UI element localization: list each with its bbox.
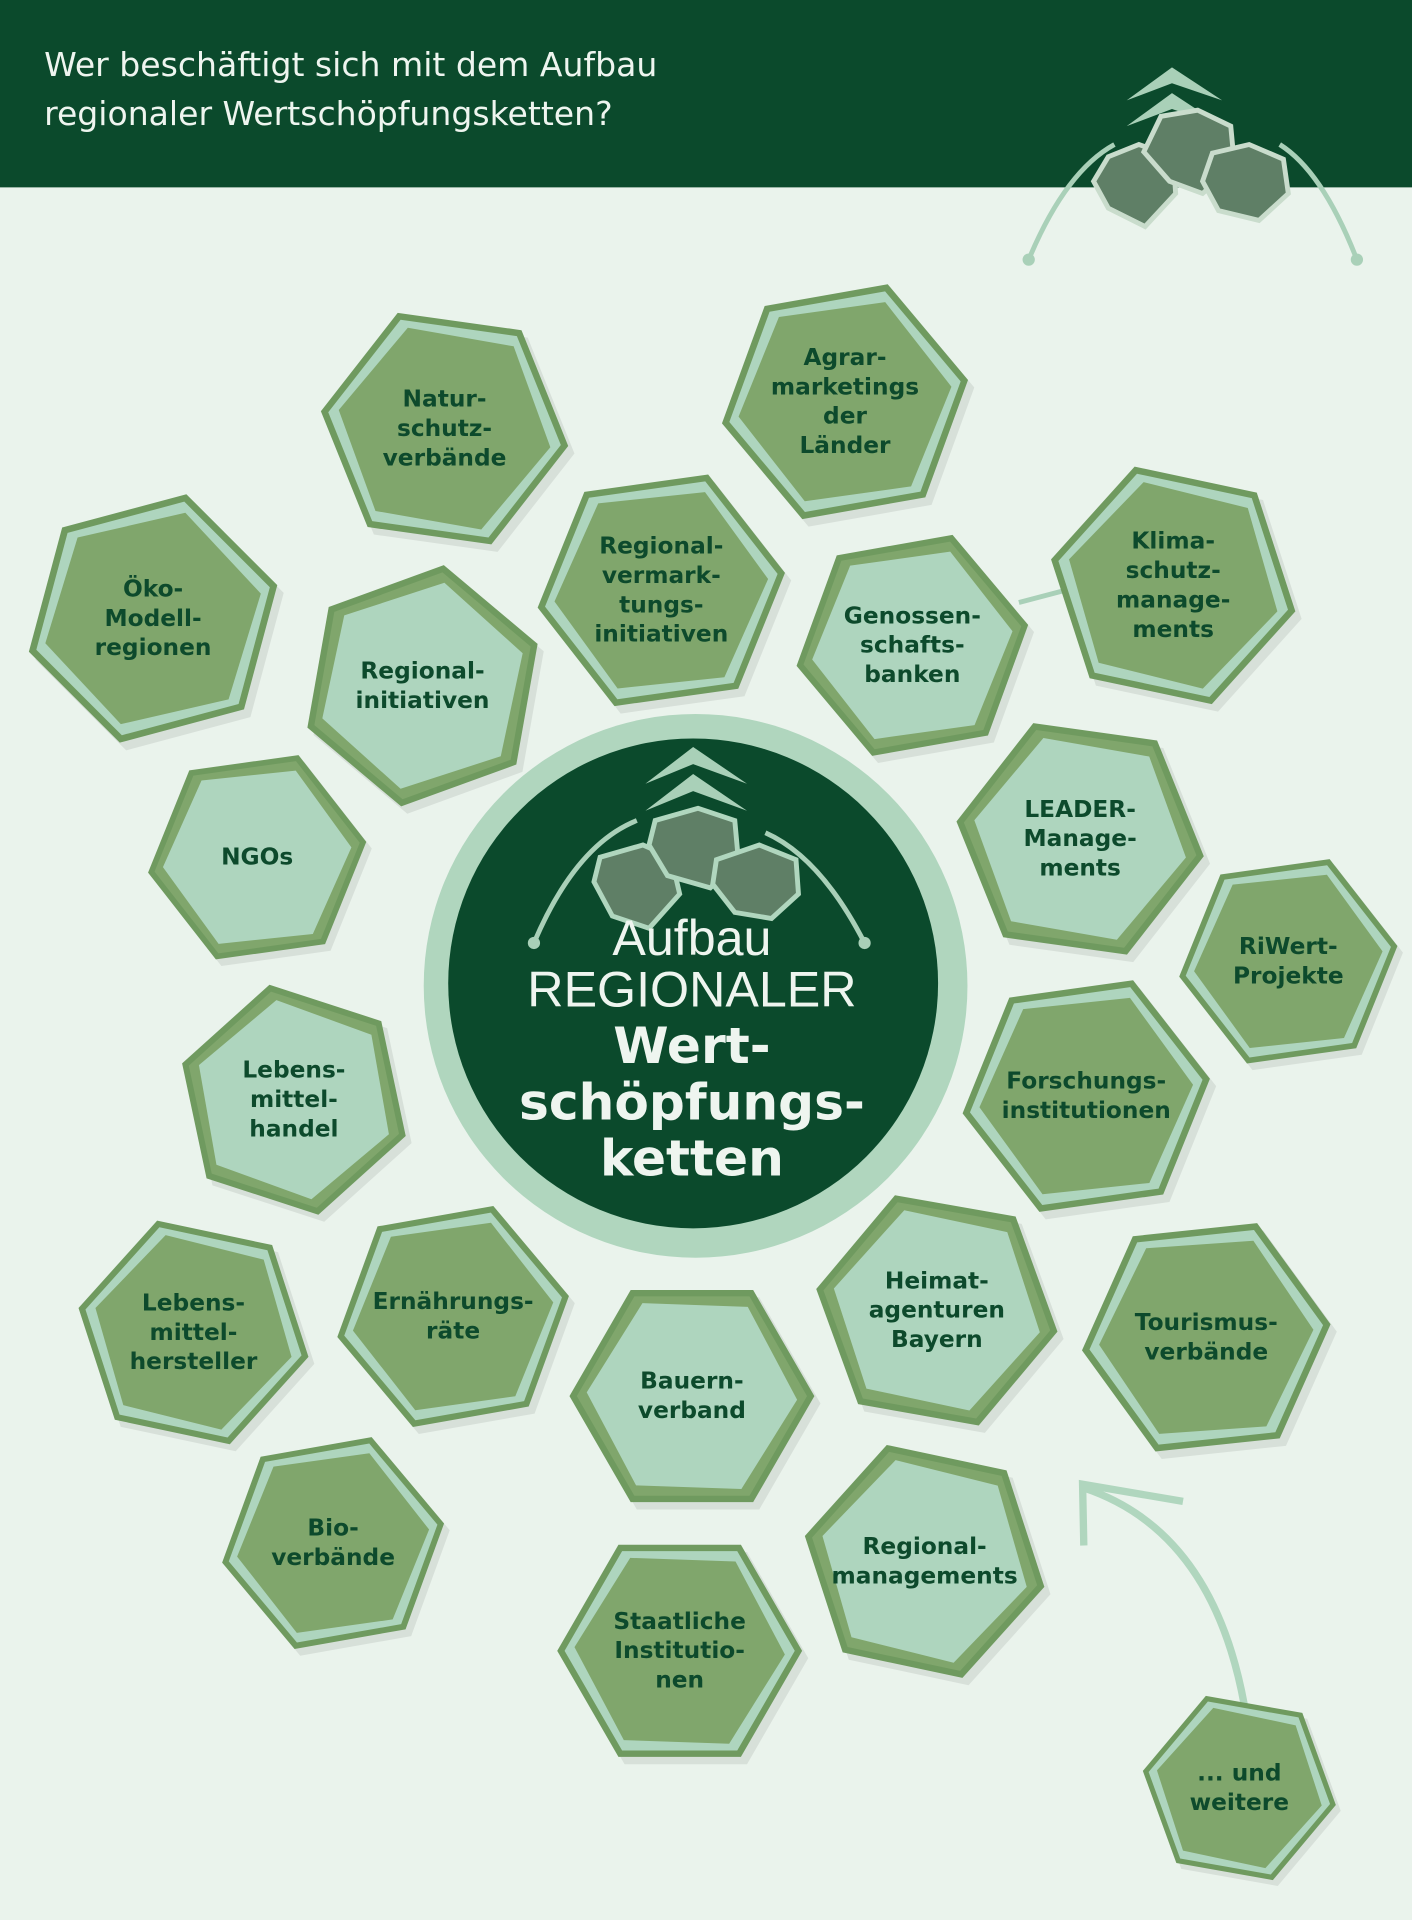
hexagon-shape (148, 755, 372, 967)
hex-tourismusverbaende: Tourismus- verbände (1081, 1212, 1337, 1462)
hexagon-shape (222, 1437, 450, 1656)
hex-label: NGOs (221, 843, 294, 871)
hexagon-shape (721, 284, 975, 527)
hex-regionalmanagements: Regional- managements (802, 1439, 1051, 1686)
central-badge (423, 713, 968, 1258)
hex-label: Agrar- marketings der Länder (770, 344, 920, 460)
hex-naturschutzverbaende: Natur- schutz- verbände (320, 304, 575, 554)
hex-label: Forschungs- institutionen (1001, 1067, 1171, 1125)
hexagon-shape (1142, 1695, 1341, 1886)
hexagon-shape (337, 1205, 575, 1435)
hexagon-shape (796, 534, 1035, 763)
hex-label: Genossen- schafts- banken (843, 602, 981, 689)
center-title: Aufbau REGIONALER Wert- schöpfungs- kett… (447, 912, 937, 1186)
hexagon-shape (182, 984, 412, 1222)
hex-label: Tourismus- verbände (1134, 1309, 1278, 1366)
hexagon-shape (1179, 859, 1403, 1071)
hex-label: ... und weitere (1189, 1759, 1290, 1817)
hex-leader-managements: LEADER- Manage- ments (955, 714, 1211, 964)
hex-forschungsinstitutionen: Forschungs- institutionen (961, 971, 1217, 1221)
hexagon-shape (78, 1220, 315, 1452)
hex-staatliche-institutionen: Staatliche Institutio- nen (557, 1528, 809, 1773)
hex-label: Lebens- mittel- handel (242, 1056, 346, 1143)
hexagon-shape (320, 312, 575, 552)
hex-label: Staatliche Institutio- nen (613, 1607, 746, 1694)
center-line-regionaler: REGIONALER (527, 961, 857, 1018)
hexagon-shape (816, 1195, 1064, 1433)
center-line-wertschoepfungsketten: Wert- schöpfungs- ketten (518, 1016, 865, 1188)
hex-bioverbaende: Bio- verbände (220, 1430, 450, 1656)
hex-label: Regional- managements (831, 1533, 1018, 1590)
hex-lebensmittelhandel: Lebens- mittel- handel (176, 982, 412, 1222)
hex-bauernverband: Bauern- verband (569, 1274, 821, 1519)
hex-agrarmarketings: Agrar- marketings der Länder (720, 277, 975, 527)
hexagon-shape (537, 474, 792, 714)
connector-line (1018, 587, 1067, 605)
hex-oeko-modellregionen: Öko- Modell- regionen (24, 490, 284, 751)
hex-regionalinitiativen: Regional- initiativen (300, 563, 545, 814)
hex-label: Ernährungs- räte (372, 1288, 534, 1345)
hex-genossenschaftsbanken: Genossen- schafts- banken (795, 528, 1035, 763)
hexagon-shape (557, 1544, 809, 1765)
hex-label: LEADER- Manage- ments (1023, 796, 1137, 882)
hexagon-shape (569, 1290, 821, 1510)
hex-label: Öko- Modell- regionen (94, 575, 212, 662)
hexagon-shape (28, 494, 284, 751)
hex-ngos: NGOs (147, 747, 372, 967)
hex-label: Bio- verbände (271, 1514, 395, 1572)
hex-regionalvermarktungsinitiativen: Regional- vermark- tungs- initiativen (536, 465, 792, 715)
hex-label: Regional- initiativen (355, 657, 490, 714)
hex-label: Heimat- agenturen Bayern (868, 1267, 1005, 1354)
hex-label: Regional- vermark- tungs- initiativen (594, 532, 729, 648)
hex-lebensmittelhersteller: Lebens- mittel- hersteller (76, 1215, 315, 1452)
hexagon-shape (1081, 1223, 1337, 1459)
hexagon-shape (1051, 466, 1302, 712)
hex-label: Natur- schutz- verbände (382, 385, 507, 472)
center-line-aufbau: Aufbau (612, 909, 772, 967)
hex-klimaschutzmanagements: Klima- schutz- manage- ments (1048, 460, 1302, 712)
hex-label: Klima- schutz- manage- ments (1116, 527, 1231, 643)
header-logo-icon (1022, 67, 1364, 266)
hex-ernaehrungsraete: Ernährungs- räte (336, 1199, 575, 1435)
hex-label: Bauern- verband (637, 1367, 746, 1425)
hexagon-shape (962, 980, 1217, 1220)
hex-riwert-projekte: RiWert- Projekte (1178, 851, 1403, 1071)
arrow-icon (1078, 1479, 1248, 1706)
hex-und-weitere: ... und weitere (1141, 1690, 1341, 1886)
hex-label: Lebens- mittel- hersteller (129, 1289, 258, 1376)
hex-label: RiWert- Projekte (1232, 933, 1344, 990)
header-banner: Wer beschäftigt sich mit dem Aufbau regi… (0, 0, 1412, 188)
hexagon-shape (804, 1444, 1051, 1686)
page-title: Wer beschäftigt sich mit dem Aufbau regi… (44, 46, 658, 134)
hexagon-shape (956, 723, 1211, 963)
hexagon-shape (307, 565, 544, 814)
hex-heimatagenturen-bayern: Heimat- agenturen Bayern (814, 1188, 1064, 1433)
